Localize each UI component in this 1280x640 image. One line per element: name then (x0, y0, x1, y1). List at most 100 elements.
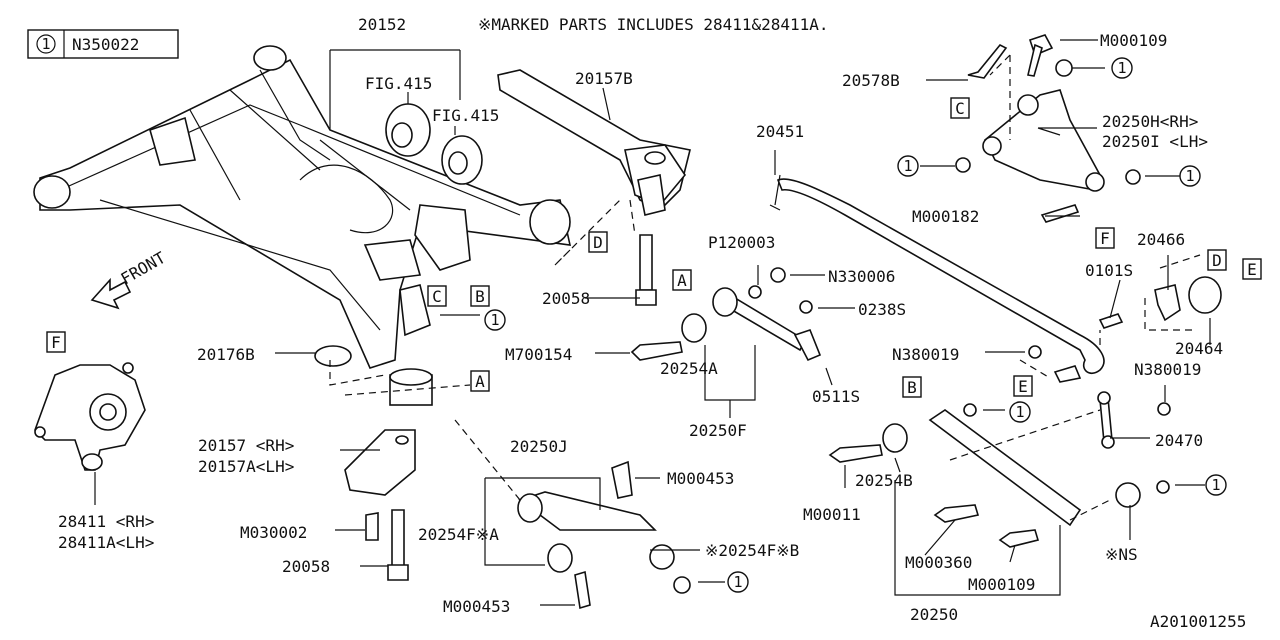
leader-lines (94, 39, 1211, 606)
label-20254FA: 20254F※A (418, 525, 499, 544)
label-20254FB: ※20254F※B (705, 541, 799, 560)
callout-b-arm: B (902, 376, 922, 398)
ref-circle-5: 1 (1009, 401, 1031, 423)
callout-f-knuckle: F (46, 331, 66, 353)
callout-d-right: D (1207, 249, 1227, 271)
letter-callouts: C D F D E A C B F A E B (46, 97, 1262, 398)
lateral-link-20250F (630, 267, 822, 362)
label-m000109-top: M000109 (1100, 31, 1167, 50)
svg-text:D: D (1212, 251, 1222, 270)
svg-text:1: 1 (490, 311, 499, 329)
lower-bracket-group (314, 234, 657, 581)
svg-text:B: B (475, 287, 485, 306)
front-arrow: FRONT (90, 248, 170, 310)
header-note: ※MARKED PARTS INCLUDES 28411&28411A. (478, 15, 829, 34)
label-20152: 20152 (358, 15, 406, 34)
label-20157B: 20157B (575, 69, 633, 88)
label-20176B: 20176B (197, 345, 255, 364)
callout-c-top: C (950, 97, 970, 119)
label-m000109-low: M000109 (968, 575, 1035, 594)
trailing-arm-20250J (517, 460, 691, 610)
label-20250I: 20250I <LH> (1102, 132, 1208, 151)
stabilizer-bar (769, 174, 1105, 375)
label-20254B: 20254B (855, 471, 913, 490)
callout-d-mid: D (588, 231, 608, 253)
label-m000360: M000360 (905, 553, 972, 572)
svg-text:E: E (1247, 260, 1257, 279)
diagram-id: A201001255 (1150, 612, 1246, 631)
label-20470: 20470 (1155, 431, 1203, 450)
label-m000182: M000182 (912, 207, 979, 226)
ref-circle-3: 1 (1179, 165, 1201, 187)
callout-e-right: E (1242, 258, 1262, 280)
rear-knuckle-28411 (34, 362, 146, 471)
legend-box: 1 N350022 (27, 29, 179, 59)
label-20250: 20250 (910, 605, 958, 624)
svg-text:C: C (432, 287, 442, 306)
label-ns: ※NS (1105, 545, 1138, 564)
label-fig415-b: FIG.415 (432, 106, 499, 125)
svg-text:1: 1 (1185, 167, 1194, 185)
upper-control-arm (955, 34, 1141, 223)
label-n330006: N330006 (828, 267, 895, 286)
svg-text:F: F (51, 333, 61, 352)
ref-circles: 1 1 1 1 1 1 1 (484, 57, 1227, 593)
label-20250F: 20250F (689, 421, 747, 440)
label-0238S: 0238S (858, 300, 906, 319)
ref-circle-1: 1 (1111, 57, 1133, 79)
legend-index: 1 (41, 35, 50, 53)
label-0101S: 0101S (1085, 261, 1133, 280)
rear-subframe (33, 45, 572, 406)
label-20578B: 20578B (842, 71, 900, 90)
label-20058-mid: 20058 (542, 289, 590, 308)
callout-b-frame: B (470, 285, 490, 307)
callout-e-link: E (1013, 375, 1033, 397)
label-20157: 20157 <RH> (198, 436, 294, 455)
label-m030002: M030002 (240, 523, 307, 542)
label-20250J: 20250J (510, 437, 568, 456)
label-m000453-b: M000453 (443, 597, 510, 616)
label-20451: 20451 (756, 122, 804, 141)
callout-a-link: A (672, 269, 692, 291)
part-labels: 20152 FIG.415 FIG.415 20157B 20451 20578… (58, 15, 1223, 624)
ref-circle-7: 1 (727, 571, 749, 593)
callout-c-frame: C (427, 285, 447, 307)
callout-a-frame: A (470, 370, 490, 392)
stabilizer-link (1028, 345, 1171, 449)
label-m700154: M700154 (505, 345, 572, 364)
label-20157A: 20157A<LH> (198, 457, 294, 476)
label-m00011: M00011 (803, 505, 861, 524)
svg-text:D: D (593, 233, 603, 252)
lower-arm-20250 (828, 403, 1170, 548)
label-20464: 20464 (1175, 339, 1223, 358)
rear-member-20157B (497, 69, 691, 216)
label-p120003: P120003 (708, 233, 775, 252)
front-label: FRONT (118, 248, 170, 289)
ref-circle-4: 1 (484, 309, 506, 331)
svg-text:B: B (907, 378, 917, 397)
label-fig415-a: FIG.415 (365, 74, 432, 93)
svg-text:A: A (677, 271, 687, 290)
svg-text:1: 1 (1015, 403, 1024, 421)
label-n380019-a: N380019 (892, 345, 959, 364)
label-20466: 20466 (1137, 230, 1185, 249)
label-n380019-b: N380019 (1134, 360, 1201, 379)
ref-circle-2: 1 (897, 155, 919, 177)
svg-text:F: F (1100, 229, 1110, 248)
label-0511S: 0511S (812, 387, 860, 406)
label-28411: 28411 <RH> (58, 512, 154, 531)
callout-f-top: F (1095, 227, 1115, 249)
label-28411A: 28411A<LH> (58, 533, 154, 552)
svg-text:1: 1 (733, 573, 742, 591)
svg-text:1: 1 (1117, 59, 1126, 77)
svg-text:1: 1 (903, 157, 912, 175)
label-20250H: 20250H<RH> (1102, 112, 1198, 131)
svg-text:1: 1 (1211, 476, 1220, 494)
label-20254A: 20254A (660, 359, 718, 378)
stabilizer-bushing-bracket (1098, 276, 1222, 329)
label-m000453-a: M000453 (667, 469, 734, 488)
ref-circle-6: 1 (1205, 474, 1227, 496)
svg-text:A: A (475, 372, 485, 391)
svg-text:C: C (955, 99, 965, 118)
